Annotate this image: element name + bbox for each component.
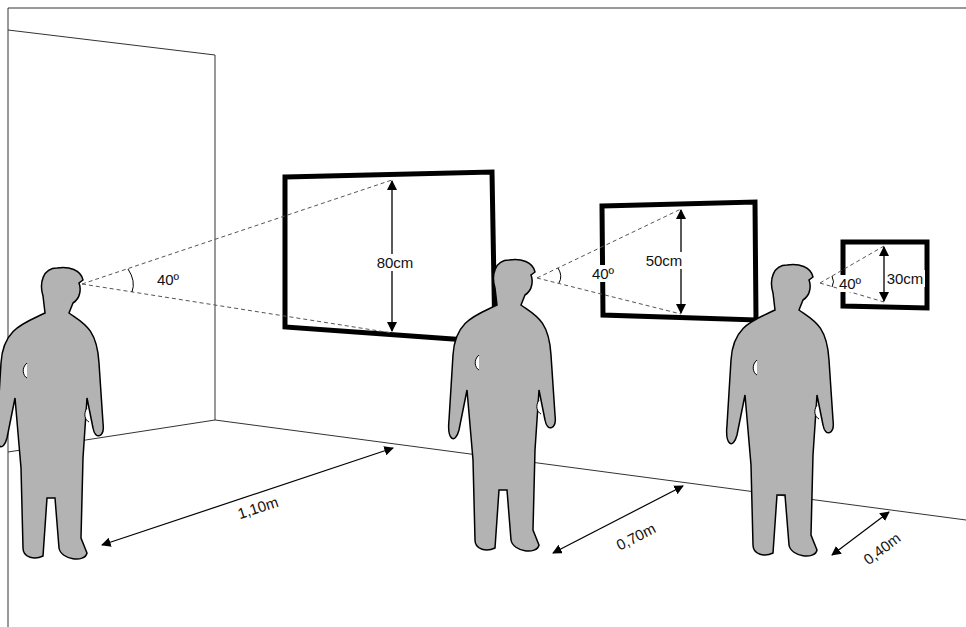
sight-lines [82, 180, 884, 333]
angle-label: 40º [155, 271, 181, 288]
room-lines [8, 8, 966, 627]
height-label: 50cm [644, 252, 685, 269]
person-figure [727, 265, 834, 557]
person-figure [0, 268, 103, 560]
distance-label: 0,40m [859, 527, 906, 568]
angle-arcs [128, 268, 834, 292]
height-arrows [392, 181, 884, 331]
distance-label: 0,70m [612, 518, 660, 554]
distance-arrows [102, 448, 889, 555]
picture-frames [285, 172, 927, 342]
person-figure [449, 260, 556, 552]
height-label: 30cm [885, 270, 926, 287]
distance-label: 1,10m [234, 492, 283, 522]
height-label: 80cm [375, 254, 416, 271]
angle-label: 40º [590, 265, 616, 282]
angle-label: 40º [837, 275, 863, 292]
